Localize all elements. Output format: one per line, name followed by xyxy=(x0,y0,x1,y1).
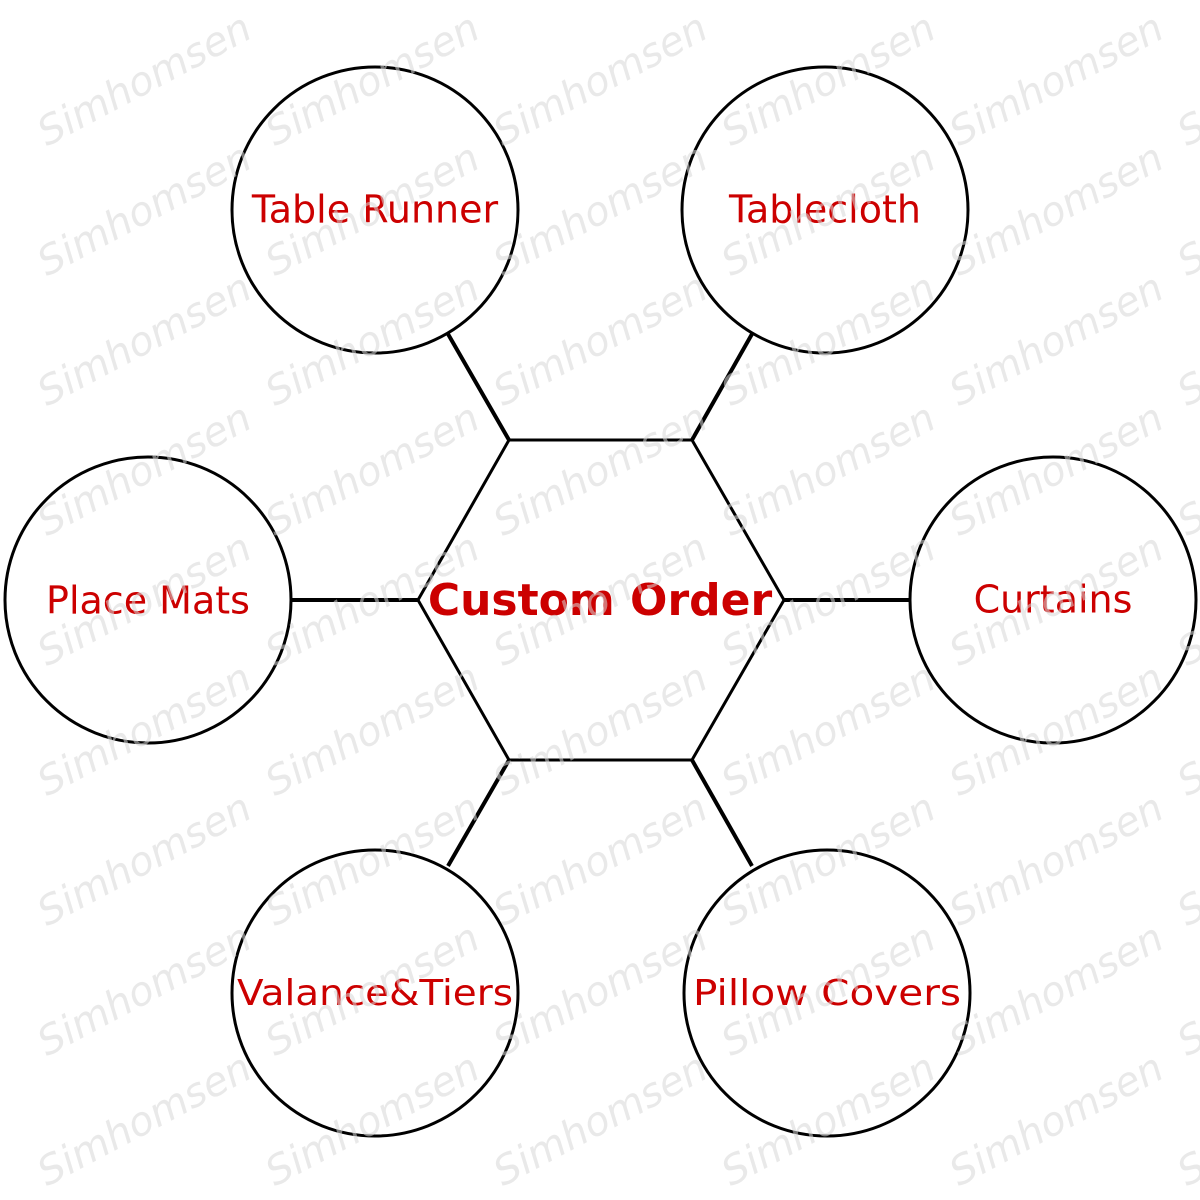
connector-tablecloth xyxy=(690,333,754,441)
node-circle xyxy=(230,848,520,1138)
node-circle xyxy=(230,65,520,355)
node-label: Pillow Covers xyxy=(693,973,961,1014)
node-circle xyxy=(3,455,293,745)
node-valance-tiers: Valance&Tiers xyxy=(230,848,520,1138)
node-pillow-covers: Pillow Covers xyxy=(682,848,972,1138)
node-label: Tablecloth xyxy=(728,188,921,232)
node-label: Table Runner xyxy=(251,188,499,232)
connector-table-runner xyxy=(446,333,511,441)
node-table-runner: Table Runner xyxy=(230,65,520,355)
node-label: Place Mats xyxy=(46,579,250,623)
center-hexagon xyxy=(416,438,786,762)
node-tablecloth: Tablecloth xyxy=(680,65,970,355)
node-label: Valance&Tiers xyxy=(237,973,513,1014)
node-circle xyxy=(680,65,970,355)
node-curtains: Curtains xyxy=(908,455,1198,745)
node-place-mats: Place Mats xyxy=(3,455,293,745)
connector-pillow-covers xyxy=(690,759,754,867)
connector-valance-tiers xyxy=(446,759,511,867)
node-circle xyxy=(682,848,972,1138)
node-label: Curtains xyxy=(974,578,1133,622)
center-label: Custom Order xyxy=(428,575,773,626)
node-circle xyxy=(908,455,1198,745)
